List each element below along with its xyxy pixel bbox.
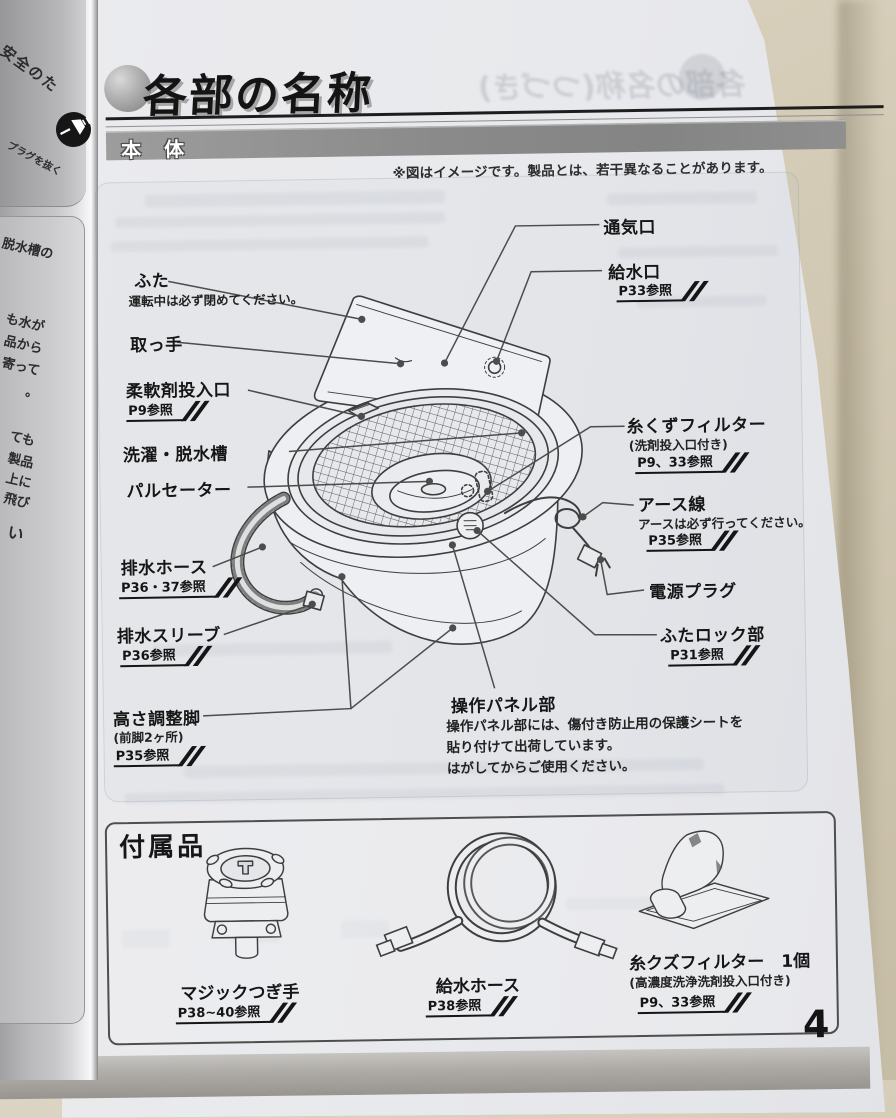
ref-slashes-icon	[679, 280, 708, 302]
ref-drain-sleeve: P36参照	[119, 644, 212, 668]
label-lid-sub: 運転中は必ず閉めてください。	[128, 291, 304, 310]
ref-text: P9、33参照	[634, 450, 723, 475]
label-power-plug: 電源プラグ	[649, 581, 737, 603]
ref-text: P36・37参照	[118, 575, 216, 600]
lint-filter-illustration	[638, 830, 770, 930]
drain-hose-art	[230, 491, 325, 615]
unplug-icon	[52, 108, 95, 151]
label-vent: 通気口	[603, 217, 657, 239]
power-cord-art	[503, 496, 611, 577]
showthrough-title: 各部の名称(つづき)	[476, 67, 748, 107]
ref-lid-lock: P31参照	[667, 643, 760, 667]
ref-water-hose: P38参照	[425, 994, 518, 1018]
manual-photo: { "page": { "title": "各部の名称", "showthrou…	[0, 0, 896, 1080]
ref-slashes-icon	[720, 452, 749, 473]
ref-text: P38~40参照	[175, 1000, 271, 1025]
label-handle: 取っ手	[130, 335, 183, 357]
ref-text: P31参照	[667, 643, 734, 667]
water-hose-illustration	[375, 832, 618, 960]
ref-leveling-feet: P35参照	[113, 744, 206, 768]
label-pulsator: パルセーター	[126, 480, 232, 503]
ref-earth-wire: P35参照	[646, 528, 738, 552]
ref-lint-filter-accessory: P9、33参照	[637, 990, 752, 1015]
accessory-sub: (高濃度洗浄洗剤投入口付き)	[629, 972, 791, 991]
ref-slashes-icon	[267, 1002, 297, 1023]
leader-lines	[168, 223, 657, 717]
ref-slashes-icon	[176, 745, 206, 767]
ref-slashes-icon	[183, 645, 212, 667]
unplug-icon-glyph	[60, 117, 91, 135]
ref-slashes-icon	[488, 996, 518, 1017]
section-header-bar: 本 体	[105, 119, 847, 163]
leader-dots	[258, 315, 605, 632]
ref-text: P35参照	[646, 528, 713, 552]
ref-text: P33参照	[616, 279, 683, 303]
label-control-panel-sub: 操作パネル部には、傷付き防止用の保護シートを 貼り付けて出荷しています。 はがし…	[446, 714, 744, 777]
label-wash-tub: 洗濯・脱水槽	[122, 444, 229, 467]
section-header-label: 本 体	[120, 137, 193, 163]
label-leveling-feet-sub: (前脚2ヶ所)	[113, 729, 184, 746]
ref-text: P35参照	[113, 744, 180, 768]
washer-tub	[287, 388, 560, 574]
ref-slashes-icon	[722, 992, 752, 1013]
ref-softener-inlet: P9参照	[126, 399, 209, 423]
ref-drain-hose: P36・37参照	[118, 575, 242, 600]
label-control-panel: 操作パネル部	[450, 695, 557, 718]
label-lid: ふた	[134, 271, 170, 292]
ref-water-inlet: P33参照	[616, 279, 708, 303]
previous-page-header-band	[0, 0, 86, 207]
washer-diagram	[168, 223, 657, 717]
ref-slashes-icon	[213, 577, 242, 598]
ref-slashes-icon	[709, 530, 738, 551]
previous-page-edge: 安全のた プラグを抜く 脱水槽の も水が 品から 寄って 。 ても 製品 上に …	[0, 0, 98, 1080]
ref-text: P36参照	[119, 644, 186, 668]
ref-text: P38参照	[425, 994, 492, 1018]
page-content: 各部の名称 各部の名称(つづき) 本 体 ※図はイメージです。製品とは、若干異な…	[94, 53, 884, 1047]
ref-slashes-icon	[180, 400, 209, 422]
page-number: 4	[802, 1002, 830, 1047]
magic-joint-illustration	[203, 847, 289, 959]
ref-magic-joint: P38~40参照	[175, 1000, 297, 1025]
ref-slashes-icon	[731, 645, 760, 666]
ref-lint-filter: P9、33参照	[634, 450, 749, 475]
label-softener-inlet: 柔軟剤投入口	[125, 380, 232, 403]
ref-text: P9、33参照	[637, 990, 726, 1015]
previous-page-panel	[0, 216, 85, 1024]
ref-text: P9参照	[126, 399, 183, 423]
